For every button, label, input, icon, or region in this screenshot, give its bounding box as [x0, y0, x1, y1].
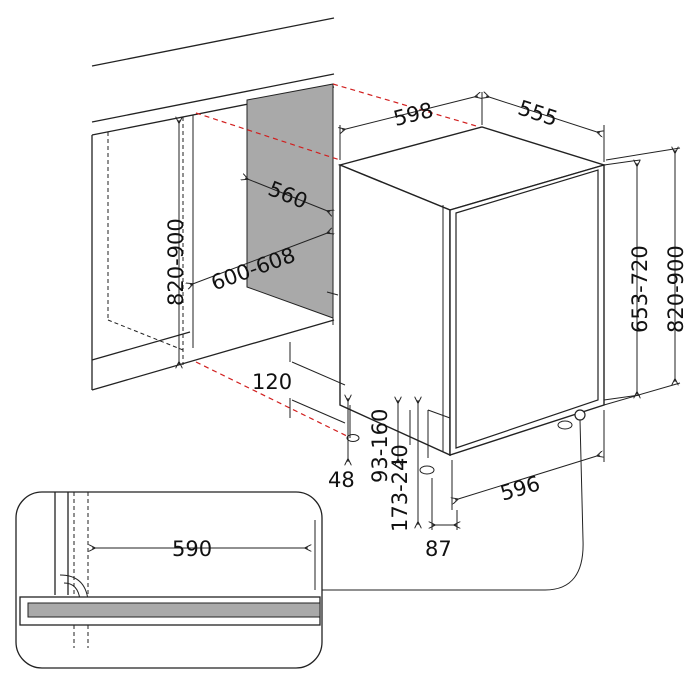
label-appliance-height-total: 820-900 [664, 245, 688, 333]
dishwasher-body [337, 126, 607, 475]
label-appliance-height-body: 653-720 [628, 245, 652, 333]
label-foot-87: 87 [425, 537, 452, 561]
dimension-lines [179, 92, 681, 530]
dimension-labels: 598 555 560 600-608 820-900 653-720 820-… [164, 96, 688, 561]
label-detail-opening: 590 [172, 537, 212, 561]
label-foot-48: 48 [328, 468, 355, 492]
label-base-depth: 596 [498, 471, 543, 505]
label-niche-height: 820-900 [164, 218, 188, 306]
label-door-clearance-a: 93-160 [368, 409, 392, 483]
detail-callout [15, 419, 584, 669]
label-appliance-depth: 555 [515, 96, 561, 131]
label-plinth-height: 120 [252, 370, 292, 394]
label-door-clearance-b: 173-240 [388, 444, 412, 532]
